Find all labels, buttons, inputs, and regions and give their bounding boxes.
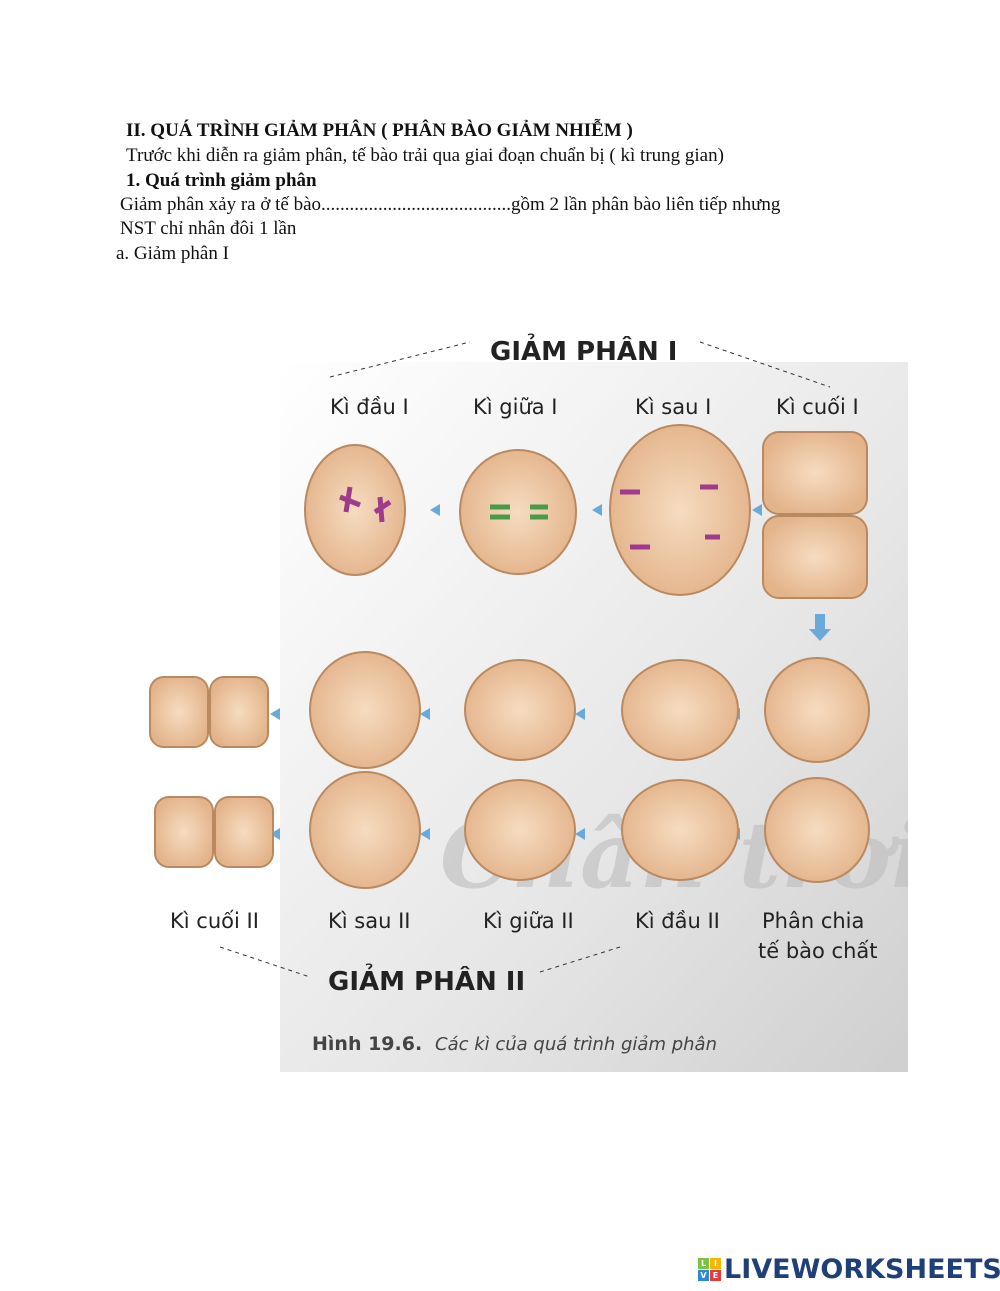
heading: II. QUÁ TRÌNH GIẢM PHÂN ( PHÂN BÀO GIẢM …	[126, 120, 633, 141]
cells-row-2	[149, 651, 870, 769]
fill-in-sentence: Giảm phân xảy ra ở tế bào...............…	[120, 194, 781, 215]
stage-label: Phân chia	[762, 909, 864, 933]
cell-prophase-1	[304, 444, 406, 576]
cell-telophase-1	[762, 431, 868, 599]
stage-label: Kì giữa I	[473, 395, 558, 419]
subsection-title: a. Giảm phân I	[116, 243, 229, 264]
logo-tile: E	[710, 1270, 721, 1281]
logo-tile: I	[710, 1258, 721, 1269]
fill-in-sentence-cont: NST chỉ nhân đôi 1 lần	[120, 218, 297, 239]
cell-anaphase-1	[609, 424, 751, 596]
title-meiosis-2: GIẢM PHÂN II	[328, 962, 525, 997]
stage-label: Kì cuối I	[776, 395, 859, 419]
dashed-bracket-top	[329, 341, 831, 388]
title-meiosis-1: GIẢM PHÂN I	[490, 332, 677, 367]
cells-row-3	[154, 771, 870, 889]
cell-metaphase-1	[459, 449, 577, 575]
dashed-bracket-bottom	[219, 946, 621, 978]
logo-text: LIVEWORKSHEETS	[724, 1254, 1000, 1285]
section-title: 1. Quá trình giảm phân	[126, 170, 317, 191]
meiosis-figure: Chân trời sá GIẢM PHÂN I Kì đầu I Kì giữ…	[149, 332, 908, 1072]
stage-label: Kì giữa II	[483, 909, 574, 933]
logo-tile: V	[698, 1270, 709, 1281]
stage-label: Kì cuối II	[170, 909, 259, 933]
intro-text: Trước khi diễn ra giảm phân, tế bào trải…	[126, 145, 724, 166]
stage-label: tế bào chất	[758, 939, 878, 963]
caption-text: Các kì của quá trình giảm phân	[435, 1034, 717, 1055]
stage-label: Kì đầu II	[635, 909, 720, 933]
stage-label: Kì sau II	[328, 909, 410, 933]
logo-tile: L	[698, 1258, 709, 1269]
stage-label: Kì sau I	[635, 395, 711, 419]
stage-label: Kì đầu I	[330, 395, 409, 419]
caption-label: Hình 19.6.	[312, 1033, 422, 1055]
